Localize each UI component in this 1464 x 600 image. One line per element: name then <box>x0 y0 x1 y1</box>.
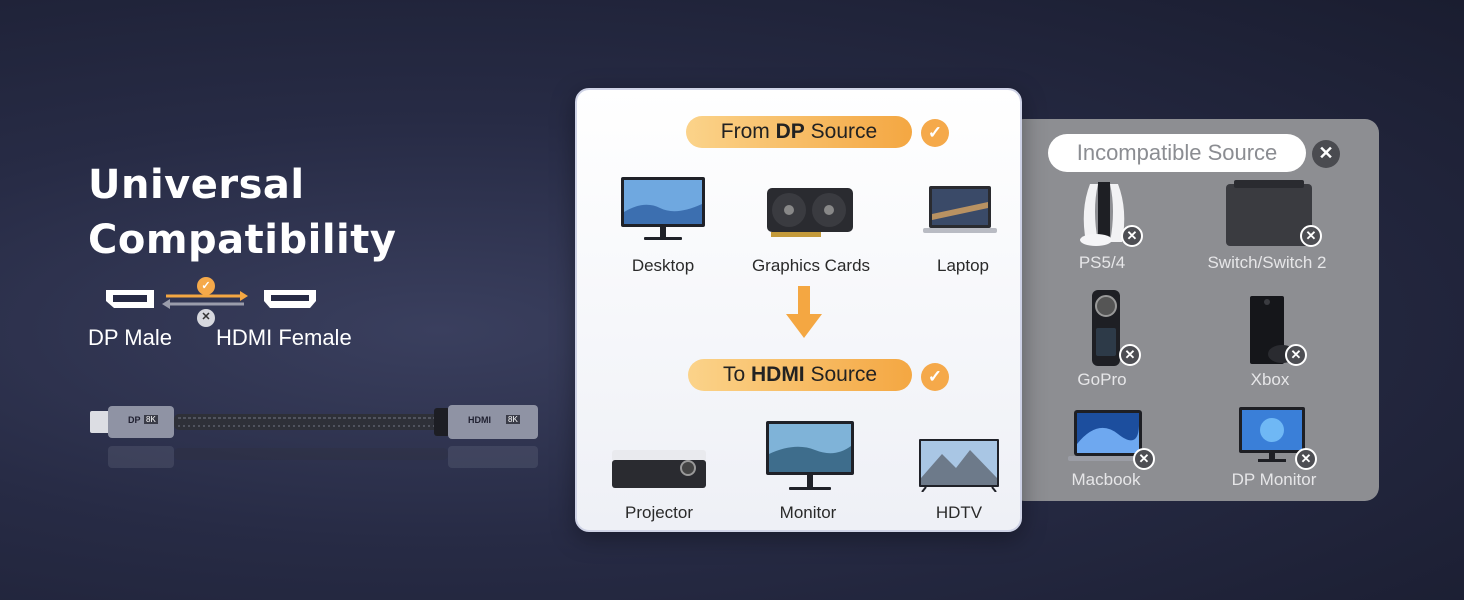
reverse-cross-icon: ✕ <box>197 309 215 327</box>
dp-monitor-icon <box>1238 406 1306 469</box>
graphics-cards-label: Graphics Cards <box>751 256 871 275</box>
hdtv-label: HDTV <box>935 503 983 522</box>
adapter-cable-image: DP 8K HDMI 8K <box>88 402 540 472</box>
headline-line-2: Compatibility <box>88 217 397 263</box>
to-check-icon: ✓ <box>921 363 949 391</box>
dp-connector-tag: DP <box>128 415 141 425</box>
monitor-icon <box>765 420 855 497</box>
from-check-icon: ✓ <box>921 119 949 147</box>
ps5-label: PS5/4 <box>1078 253 1126 272</box>
down-arrow-icon <box>784 286 824 345</box>
switch-label: Switch/Switch 2 <box>1207 253 1327 272</box>
incompatible-cross-icon: ✕ <box>1312 140 1340 168</box>
dp-monitor-cross-icon: ✕ <box>1295 448 1317 470</box>
incompatible-source-pill: Incompatible Source <box>1048 134 1306 172</box>
switch-cross-icon: ✕ <box>1300 225 1322 247</box>
laptop-icon <box>923 184 997 241</box>
graphics-card-icon <box>765 184 855 245</box>
switch-dock-icon <box>1222 180 1316 253</box>
desktop-label: Desktop <box>631 256 695 275</box>
laptop-label: Laptop <box>937 256 989 275</box>
xbox-cross-icon: ✕ <box>1285 344 1307 366</box>
to-pill-prefix: To <box>722 363 751 386</box>
to-pill-bold: HDMI <box>750 363 805 386</box>
hdmi-connector-tag: HDMI <box>468 415 491 425</box>
from-pill-prefix: From <box>720 120 776 143</box>
forward-check-icon: ✓ <box>197 277 215 295</box>
from-pill-suffix: Source <box>804 120 878 143</box>
dp-resolution-tag: 8K <box>144 415 158 424</box>
to-pill-suffix: Source <box>804 363 878 386</box>
gopro-cross-icon: ✕ <box>1119 344 1141 366</box>
from-pill-bold: DP <box>775 120 805 143</box>
macbook-icon <box>1068 408 1148 467</box>
dp-male-label: DP Male <box>88 325 172 350</box>
macbook-cross-icon: ✕ <box>1133 448 1155 470</box>
headline: Universal Compatibility <box>88 158 396 268</box>
tv-icon <box>918 438 1000 497</box>
hdmi-female-label: HDMI Female <box>216 325 352 350</box>
incompatible-panel <box>1010 119 1379 501</box>
dp-port-icon <box>104 288 156 310</box>
desktop-monitor-icon <box>620 176 706 247</box>
headline-line-1: Universal <box>88 162 305 208</box>
playstation-icon <box>1076 180 1136 253</box>
monitor-label: Monitor <box>779 503 837 522</box>
macbook-label: Macbook <box>1071 470 1141 489</box>
compatible-source-panel: From DP Source ✓ Desktop Graphics Cards <box>575 88 1022 532</box>
xbox-label: Xbox <box>1250 370 1290 389</box>
projector-label: Projector <box>624 503 694 522</box>
ps5-cross-icon: ✕ <box>1121 225 1143 247</box>
gopro-label: GoPro <box>1077 370 1127 389</box>
from-source-pill: From DP Source <box>686 116 912 148</box>
dp-monitor-label: DP Monitor <box>1231 470 1317 489</box>
to-source-pill: To HDMI Source <box>688 359 912 391</box>
hdmi-resolution-tag: 8K <box>506 415 520 424</box>
projector-icon <box>610 446 708 497</box>
hdmi-port-icon <box>262 288 318 310</box>
gopro-camera-icon <box>1090 290 1122 373</box>
direction-arrow-icon <box>162 278 248 320</box>
